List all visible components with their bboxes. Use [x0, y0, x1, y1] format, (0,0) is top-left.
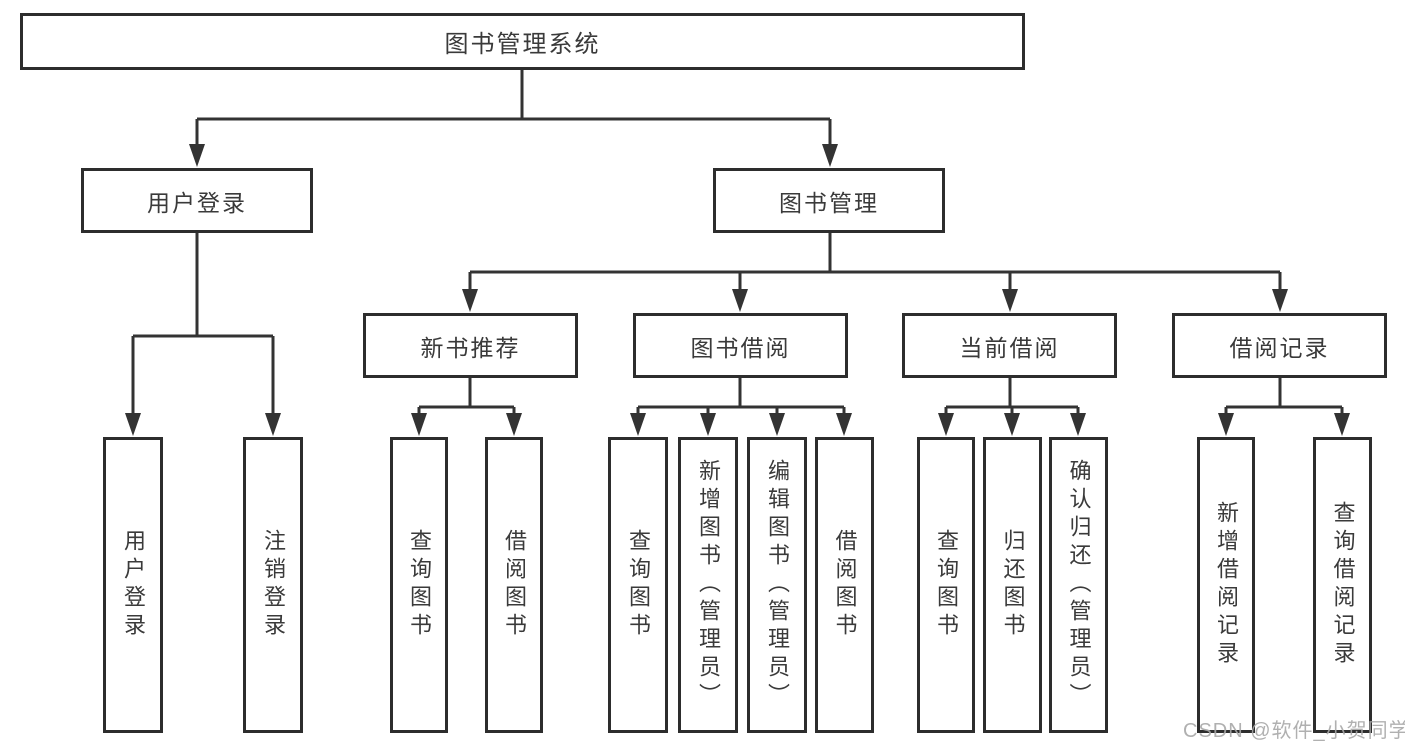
- leaf-bb-query-book: 查询图书: [608, 437, 668, 733]
- arrowheads-book-borrow-children: [630, 413, 852, 436]
- connector-current-borrow-children: [944, 378, 1080, 415]
- node-book-management: 图书管理: [713, 168, 945, 233]
- leaf-br-add-borrow-record-label: 新增借阅记录: [1214, 501, 1239, 669]
- leaf-nb-borrow-book: 借阅图书: [485, 437, 543, 733]
- connector-new-book-children: [417, 378, 516, 415]
- leaf-cb-return-book: 归还图书: [983, 437, 1042, 733]
- leaf-br-add-borrow-record: 新增借阅记录: [1197, 437, 1255, 733]
- arrowheads-book-management-children: [462, 289, 1288, 312]
- node-borrow-records: 借阅记录: [1172, 313, 1387, 378]
- leaf-logout-label: 注销登录: [261, 529, 286, 641]
- leaf-nb-query-book: 查询图书: [390, 437, 448, 733]
- leaf-cb-confirm-return-admin: 确认归还（管理员）: [1049, 437, 1108, 733]
- leaf-bb-add-book-admin-label: 新增图书（管理员）: [696, 459, 721, 711]
- leaf-logout: 注销登录: [243, 437, 303, 733]
- node-user-login: 用户登录: [81, 168, 313, 233]
- arrowheads-new-book-children: [411, 413, 522, 436]
- leaf-bb-edit-book-admin-label: 编辑图书（管理员）: [765, 459, 790, 711]
- leaf-nb-query-book-label: 查询图书: [407, 529, 432, 641]
- arrowheads-root-to-level2: [189, 144, 838, 167]
- leaf-cb-return-book-label: 归还图书: [1000, 529, 1026, 641]
- leaf-cb-query-book-label: 查询图书: [934, 529, 959, 641]
- leaf-user-login: 用户登录: [103, 437, 163, 733]
- leaf-bb-borrow-book-label: 借阅图书: [832, 529, 858, 641]
- leaf-bb-edit-book-admin: 编辑图书（管理员）: [747, 437, 807, 733]
- leaf-bb-query-book-label: 查询图书: [626, 529, 651, 641]
- node-new-book-recommend: 新书推荐: [363, 313, 578, 378]
- csdn-watermark: CSDN @软件_小贺同学: [1183, 720, 1405, 742]
- node-book-borrow: 图书借阅: [633, 313, 848, 378]
- leaf-nb-borrow-book-label: 借阅图书: [502, 529, 527, 641]
- node-library-system: 图书管理系统: [20, 13, 1025, 70]
- leaf-cb-confirm-return-admin-label: 确认归还（管理员）: [1066, 459, 1092, 711]
- node-current-borrow: 当前借阅: [902, 313, 1117, 378]
- connector-user-login-children: [131, 233, 275, 416]
- arrowheads-user-login-children: [125, 413, 281, 436]
- leaf-br-query-borrow-record-label: 查询借阅记录: [1330, 501, 1356, 669]
- connector-root-to-level2: [195, 70, 832, 146]
- leaf-cb-query-book: 查询图书: [917, 437, 975, 733]
- arrowheads-current-borrow-children: [938, 413, 1086, 436]
- leaf-bb-borrow-book: 借阅图书: [815, 437, 874, 733]
- leaf-user-login-label: 用户登录: [121, 529, 146, 641]
- arrowheads-borrow-records-children: [1218, 413, 1350, 436]
- connector-borrow-records-children: [1224, 378, 1344, 415]
- connector-book-management-children: [468, 233, 1282, 292]
- leaf-br-query-borrow-record: 查询借阅记录: [1313, 437, 1372, 733]
- connector-book-borrow-children: [636, 378, 846, 415]
- leaf-bb-add-book-admin: 新增图书（管理员）: [678, 437, 738, 733]
